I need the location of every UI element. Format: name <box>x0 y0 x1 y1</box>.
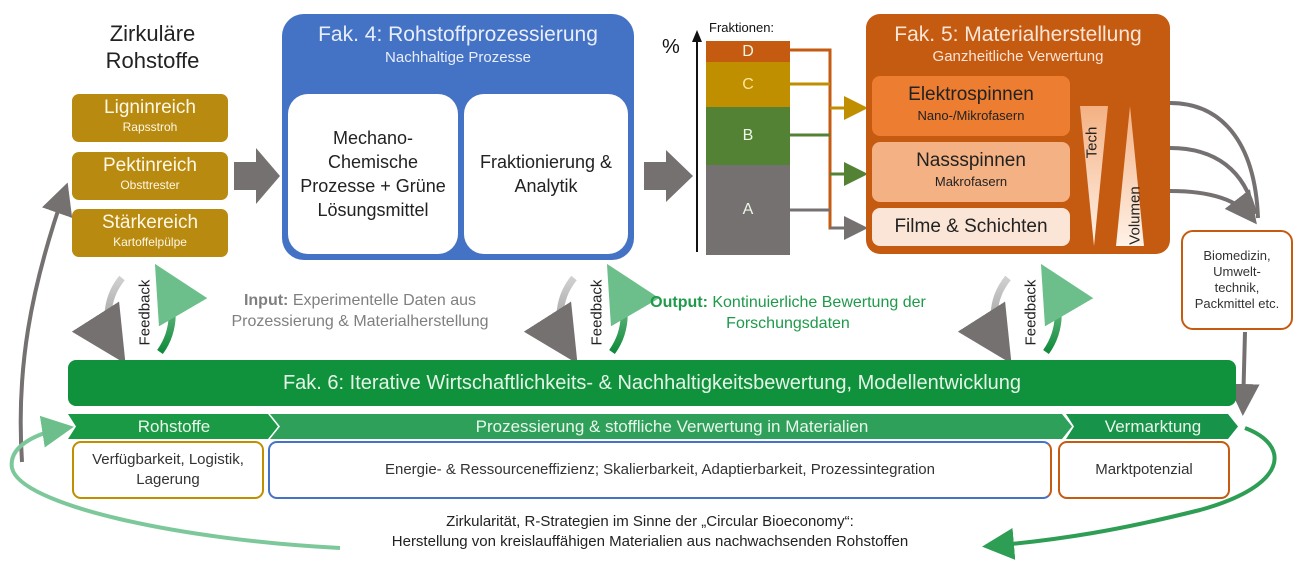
fak5-subtitle: Ganzheitliche Verwertung <box>932 48 1104 65</box>
footer-line-2: Herstellung von kreislauffähigen Materia… <box>391 533 909 550</box>
fraction-label: C <box>742 75 754 93</box>
fak6-banner: Fak. 6: Iterative Wirtschaftlichkeits- &… <box>68 360 1236 406</box>
tech-volume-triangles <box>1080 106 1144 246</box>
footer-line-1: Zirkularität, R-Strategien im Sinne der … <box>446 513 854 530</box>
fraction-segment-b: B <box>706 107 790 166</box>
axis-arrowhead-icon <box>692 30 702 42</box>
criteria-prozessierung: Energie- & Ressourceneffizienz; Skalierb… <box>268 441 1052 499</box>
feedback-label-2: Feedback <box>588 279 606 346</box>
fraction-segment-d: D <box>706 41 790 63</box>
fractions-legend-title: Fraktionen: <box>709 20 775 35</box>
category-vermarktung: Vermarktung <box>1104 417 1202 436</box>
chevron-rohstoffe <box>68 414 278 439</box>
raw-material-pektin: Pektinreich Obsttrester <box>72 152 228 200</box>
fraction-segment-c: C <box>706 62 790 108</box>
method-product: Makrofasern <box>934 174 1008 189</box>
fak5-panel: Fak. 5: Materialherstellung Ganzheitlich… <box>866 14 1170 254</box>
fak5-title: Fak. 5: Materialherstellung <box>894 23 1142 46</box>
category-rohstoffe: Rohstoffe <box>137 417 211 436</box>
fak4-title: Fak. 4: Rohstoffprozessierung <box>318 23 598 46</box>
fraction-label: B <box>742 127 754 145</box>
method-nassspinnen: Nassspinnen Makrofasern <box>872 142 1070 202</box>
raw-material-name: Pektinreich <box>103 155 197 176</box>
circular-loop-right <box>982 426 1277 560</box>
feedback-arrows-2 <box>523 263 660 364</box>
percent-axis-label: % <box>662 36 680 58</box>
feedback-label-3: Feedback <box>1022 279 1040 346</box>
raw-material-example: Kartoffelpülpe <box>113 235 187 249</box>
category-prozessierung: Prozessierung & stoffliche Verwertung in… <box>475 417 869 436</box>
raw-material-name: Stärkereich <box>101 212 199 233</box>
raw-material-example: Rapsstroh <box>122 120 178 134</box>
fak4-fractionation-box: Fraktionierung & Analytik <box>464 94 628 254</box>
feedback-arrows-1 <box>71 263 208 364</box>
applications-box: Biomedizin, Umwelt-technik, Packmittel e… <box>1181 230 1293 330</box>
input-note: Input: Experimentelle Daten aus Prozessi… <box>200 290 520 332</box>
method-name: Elektrospinnen <box>908 84 1034 105</box>
flow-arrow-2 <box>644 150 693 202</box>
volume-label: Volumen <box>1126 186 1144 245</box>
raw-material-staerke: Stärkereich Kartoffelpülpe <box>72 209 228 257</box>
output-note-bold: Output: <box>650 294 708 311</box>
raw-material-lignin: Ligninreich Rapsstroh <box>72 94 228 142</box>
criteria-rohstoffe: Verfügbarkeit, Logistik, Lagerung <box>72 441 264 499</box>
raw-material-name: Ligninreich <box>104 97 196 118</box>
fak4-subtitle: Nachhaltige Prozesse <box>385 49 531 66</box>
chevron-prozessierung <box>270 414 1072 439</box>
tech-label: Tech <box>1083 126 1101 159</box>
method-product: Nano-/Mikrofasern <box>917 108 1025 123</box>
method-name: Nassspinnen <box>916 150 1026 171</box>
footer-text: Zirkularität, R-Strategien im Sinne der … <box>300 512 1000 552</box>
fak4-process-box: Mechano-Chemische Prozesse + Grüne Lösun… <box>288 94 458 254</box>
feedback-arrows-3 <box>957 263 1094 364</box>
criteria-vermarktung: Marktpotenzial <box>1058 441 1230 499</box>
flow-arrow-1 <box>234 148 280 204</box>
volume-triangle <box>1116 106 1144 246</box>
fraction-label: D <box>742 42 754 60</box>
tech-triangle <box>1080 106 1108 246</box>
output-note: Output: Kontinuierliche Bewertung der Fo… <box>618 292 958 334</box>
fraction-segment-a: A <box>706 165 790 255</box>
method-elektrospinnen: Elektrospinnen Nano-/Mikrofasern <box>872 76 1070 136</box>
output-note-text: Kontinuierliche Bewertung der Forschungs… <box>712 294 926 332</box>
chevron-vermarktung <box>1066 414 1238 439</box>
feedback-label-1: Feedback <box>136 279 154 346</box>
fraction-label: A <box>742 201 754 219</box>
fak4-panel: Fak. 4: Rohstoffprozessierung Nachhaltig… <box>282 14 634 260</box>
circular-loop-left <box>9 415 341 550</box>
method-filme: Filme & Schichten <box>872 208 1070 246</box>
input-note-text: Experimentelle Daten aus Prozessierung &… <box>231 292 489 330</box>
raw-materials-title: Zirkuläre Rohstoffe <box>105 21 200 73</box>
input-note-bold: Input: <box>243 292 289 309</box>
raw-material-example: Obsttrester <box>120 178 180 192</box>
